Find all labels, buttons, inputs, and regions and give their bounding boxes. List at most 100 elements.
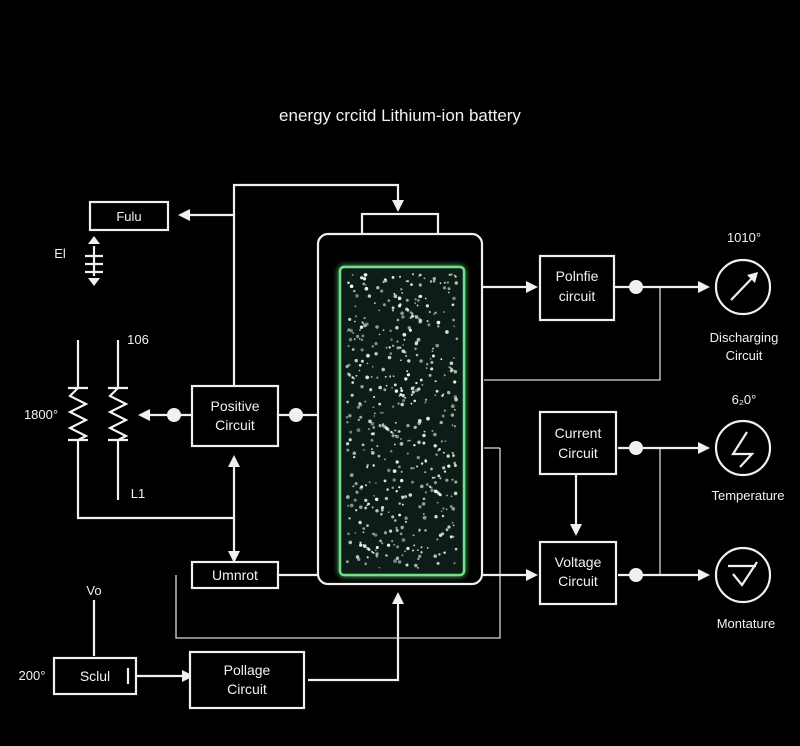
cell-particle [451, 478, 454, 481]
cell-particle [415, 353, 419, 357]
current-circuit-box: Current Circuit [538, 410, 618, 476]
cell-particle [403, 338, 406, 341]
cell-particle [366, 362, 369, 365]
cell-particle [436, 562, 439, 565]
resistor-left [67, 387, 89, 441]
cell-particle [414, 315, 416, 317]
cell-particle [348, 372, 351, 375]
cell-particle [440, 510, 443, 513]
cell-particle [397, 402, 400, 405]
cell-particle [450, 495, 453, 498]
cell-particle [453, 369, 455, 372]
cell-particle [360, 348, 364, 352]
cell-particle [424, 529, 427, 532]
cell-particle [417, 299, 420, 302]
cell-particle [378, 424, 382, 428]
cell-particle [437, 474, 441, 478]
cell-particle [423, 277, 426, 280]
cell-particle [398, 465, 401, 469]
cell-particle [421, 502, 426, 506]
cell-particle [391, 515, 395, 519]
cell-particle [366, 546, 370, 550]
cell-particle [375, 325, 379, 329]
cell-particle [353, 338, 356, 341]
cell-particle [378, 333, 381, 336]
cell-particle [396, 545, 400, 549]
cell-particle [387, 468, 391, 473]
cell-particle [403, 350, 407, 354]
cell-particle [367, 294, 372, 298]
cell-particle [374, 412, 376, 415]
cell-particle [392, 478, 396, 482]
cell-particle [354, 532, 357, 534]
cell-particle [380, 289, 384, 293]
cell-particle [434, 394, 437, 397]
cell-particle [405, 563, 409, 567]
cell-particle [397, 304, 402, 308]
cell-particle [368, 481, 371, 484]
cell-particle [399, 275, 401, 278]
cell-particle [429, 280, 433, 283]
cell-particle [411, 480, 414, 484]
cell-particle [445, 508, 448, 511]
cell-particle [346, 448, 350, 452]
cell-particle [416, 549, 419, 551]
cell-particle [401, 292, 404, 294]
umnrot-box: Umnrot [190, 560, 280, 590]
cell-particle [452, 454, 455, 457]
cell-particle [405, 280, 408, 283]
svg-text:Circuit: Circuit [558, 445, 598, 461]
cell-particle [370, 550, 374, 553]
cell-particle [426, 363, 429, 366]
cell-particle [366, 464, 369, 468]
cell-particle [362, 544, 365, 546]
cell-particle [430, 367, 434, 371]
cell-particle [445, 478, 449, 482]
cell-particle [355, 374, 358, 377]
cell-particle [443, 281, 446, 284]
cell-particle [384, 376, 387, 378]
cell-particle [433, 554, 437, 558]
cell-particle [345, 495, 350, 499]
cell-particle [445, 330, 449, 334]
cell-particle [368, 419, 372, 424]
cell-particle [418, 505, 422, 509]
cell-particle [378, 402, 382, 406]
cell-particle [364, 498, 368, 503]
cell-particle [387, 299, 391, 302]
cell-particle [452, 535, 455, 538]
cell-particle [454, 408, 456, 411]
cell-particle [454, 275, 457, 278]
cell-particle [358, 364, 362, 367]
cell-particle [396, 318, 400, 322]
cell-particle [394, 429, 397, 432]
cell-particle [397, 296, 402, 301]
cell-particle [345, 415, 349, 419]
cell-particle [393, 383, 397, 387]
cell-particle [378, 566, 381, 569]
temperature-label: Temperature [712, 488, 785, 503]
cell-particle [355, 334, 360, 339]
cell-particle [376, 376, 379, 379]
cell-particle [430, 467, 433, 471]
cell-particle [431, 476, 434, 479]
diagram-title: energy crcitd Lithium-ion battery [279, 106, 521, 125]
cell-particle [452, 318, 456, 322]
cell-particle [435, 389, 439, 393]
cell-particle [451, 521, 454, 524]
cell-particle [410, 386, 415, 391]
cell-particle [387, 355, 392, 360]
cell-particle [414, 563, 418, 568]
cell-particle [433, 490, 437, 493]
cell-particle [422, 515, 427, 520]
cell-particle [359, 541, 362, 544]
cell-particle [363, 448, 366, 451]
cell-particle [375, 546, 379, 549]
cell-particle [455, 337, 459, 340]
cell-particle [379, 539, 383, 543]
cell-particle [404, 516, 408, 520]
cell-particle [416, 566, 419, 569]
cell-particle [395, 556, 400, 561]
